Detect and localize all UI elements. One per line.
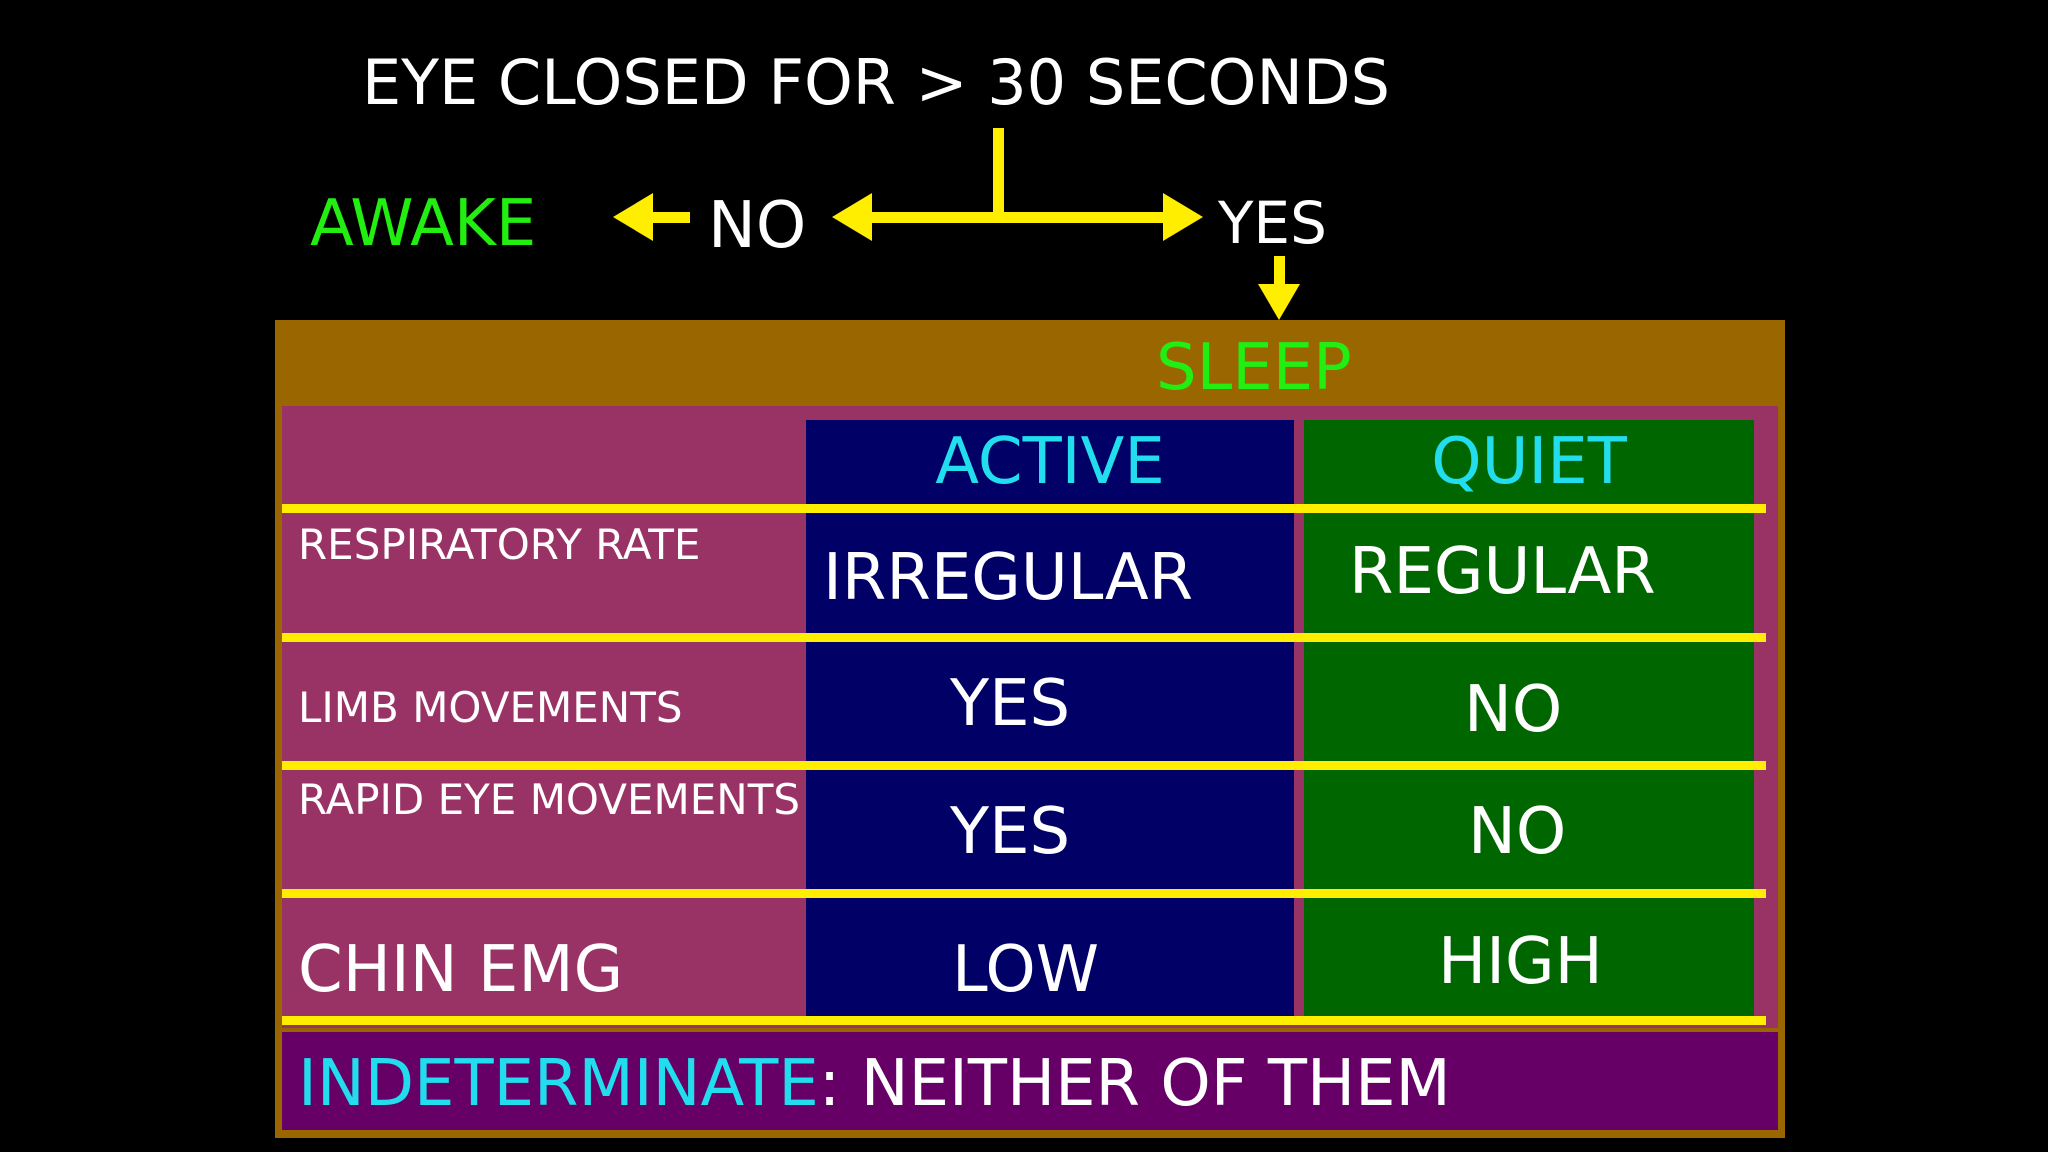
row-divider <box>282 633 1766 642</box>
indeterminate-keyword: INDETERMINATE <box>298 1047 819 1121</box>
awake-label: AWAKE <box>310 187 537 261</box>
quiet-column <box>1304 420 1754 1018</box>
stem-line <box>993 128 1004 216</box>
row-divider <box>282 504 1766 513</box>
row-label-chin-emg: CHIN EMG <box>298 933 624 1007</box>
branch-bar <box>862 212 1178 223</box>
indeterminate-text: INDETERMINATE: NEITHER OF THEM <box>298 1052 1451 1116</box>
question-title: EYE CLOSED FOR > 30 SECONDS <box>362 46 1390 119</box>
arrow-left-awake-icon <box>613 193 653 241</box>
no-to-awake-line <box>650 212 690 223</box>
yes-branch-label: YES <box>1218 189 1327 257</box>
row-divider <box>282 1016 1766 1025</box>
indeterminate-bar <box>282 1032 1778 1130</box>
header-active: ACTIVE <box>935 425 1165 499</box>
cell-active-respiratory-rate: IRREGULAR <box>823 541 1194 615</box>
no-branch-label: NO <box>708 189 807 263</box>
header-quiet: QUIET <box>1431 425 1627 499</box>
flow-arrows <box>613 128 1300 320</box>
row-label-rapid-eye-movements: RAPID EYE MOVEMENTS <box>298 775 801 824</box>
arrow-down-sleep-icon <box>1258 284 1300 320</box>
cell-quiet-respiratory-rate: REGULAR <box>1349 535 1656 609</box>
row-divider <box>282 761 1766 770</box>
row-label-respiratory-rate: RESPIRATORY RATE <box>298 520 701 569</box>
indeterminate-description: : NEITHER OF THEM <box>818 1047 1451 1121</box>
yes-to-sleep-line <box>1274 256 1285 286</box>
cell-quiet-rapid-eye-movements: NO <box>1468 795 1567 869</box>
row-divider <box>282 889 1766 898</box>
cell-quiet-limb-movements: NO <box>1464 673 1563 747</box>
cell-active-chin-emg: LOW <box>952 933 1100 1007</box>
sleep-label: SLEEP <box>1156 331 1352 405</box>
cell-active-rapid-eye-movements: YES <box>950 795 1071 869</box>
arrow-right-yes-icon <box>1163 193 1203 241</box>
row-label-limb-movements: LIMB MOVEMENTS <box>298 683 683 732</box>
arrow-left-no-icon <box>832 193 872 241</box>
cell-quiet-chin-emg: HIGH <box>1438 925 1603 999</box>
cell-active-limb-movements: YES <box>950 667 1071 741</box>
active-column <box>806 420 1294 1018</box>
